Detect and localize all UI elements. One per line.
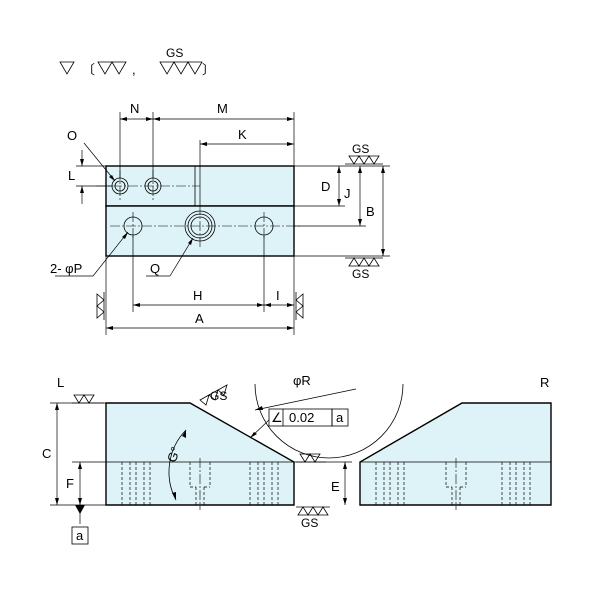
- dim-n-label: N: [130, 101, 139, 116]
- dim-r-leader: [254, 388, 357, 411]
- datum-triangle: [75, 505, 85, 514]
- hole-o-right-inner: [147, 180, 159, 192]
- gs-label-slope: GS: [210, 389, 227, 403]
- label-q: Q: [150, 261, 160, 276]
- dim-c-label: C: [42, 446, 51, 461]
- side-finish-right: [295, 292, 304, 320]
- label-o: O: [67, 128, 77, 143]
- legend-open-bracket: 〔: [82, 62, 95, 77]
- dim-m-label: M: [217, 101, 228, 116]
- finish-symbol-triple: [159, 61, 203, 75]
- dim-e-label: E: [331, 479, 340, 494]
- gs-label-bottom: GS: [352, 267, 369, 281]
- gs-label-front-bottom: GS: [301, 516, 318, 530]
- tolerance-value: 0.02: [289, 410, 314, 425]
- dim-a-label: A: [195, 311, 204, 326]
- label-p: 2- φP: [50, 261, 82, 276]
- dim-r-label: φR: [293, 373, 311, 388]
- tolerance-symbol: ∠: [271, 410, 283, 425]
- finish-symbol-single: [59, 61, 75, 75]
- datum-label: a: [76, 528, 84, 543]
- hole-p-left: [123, 216, 143, 236]
- leader-o: [83, 142, 116, 182]
- label-right-jaw: R: [540, 375, 549, 390]
- gs-finish-front-bottom: [296, 506, 330, 516]
- gs-finish-slope: [199, 384, 228, 406]
- dim-h-label: H: [193, 288, 202, 303]
- side-finish-left: [96, 292, 105, 320]
- right-hidden-lines: [375, 462, 531, 505]
- tolerance-datum: a: [336, 410, 344, 425]
- dim-i-label: I: [276, 288, 280, 303]
- right-jaw-body: [359, 402, 552, 506]
- gs-finish-bottom: [345, 257, 383, 267]
- legend-comma: ,: [132, 62, 136, 77]
- legend-close-bracket: 〕: [202, 62, 215, 77]
- hole-q-mid: [187, 213, 213, 239]
- datum-box: [71, 526, 89, 545]
- leader-p: [92, 231, 129, 277]
- leader-q: [169, 237, 194, 277]
- angle-g-arc: [168, 429, 187, 501]
- phi-r-arc: [254, 383, 404, 459]
- dim-j-label: J: [344, 186, 351, 201]
- angle-g-label: G°: [164, 445, 183, 465]
- finish-symbol-double: [97, 61, 127, 75]
- dim-l-label: L: [68, 168, 75, 183]
- left-hidden-lines: [121, 462, 279, 505]
- dim-d-label: D: [321, 179, 330, 194]
- label-left-jaw: L: [57, 375, 64, 390]
- dim-f-label: F: [66, 476, 74, 491]
- tolerance-frame: ∠ 0.02 a: [268, 408, 349, 427]
- hole-q-outer: [184, 210, 216, 242]
- hole-q-inner: [190, 216, 210, 236]
- hole-p-right: [254, 216, 274, 236]
- top-face-finish: [72, 394, 104, 404]
- top-view: N M K O L D J: [50, 101, 390, 335]
- finish-legend: 〔 , GS 〕: [59, 46, 215, 77]
- left-jaw-body: [105, 402, 295, 506]
- dim-k-label: K: [238, 127, 247, 142]
- v-bottom-finish: [296, 453, 326, 463]
- legend-gs-label: GS: [166, 46, 183, 60]
- gs-finish-top: [345, 155, 383, 165]
- hole-o-left-inner: [114, 180, 126, 192]
- front-view: L R: [42, 373, 552, 545]
- gs-label-top: GS: [352, 142, 369, 156]
- dim-b-label: B: [366, 204, 375, 219]
